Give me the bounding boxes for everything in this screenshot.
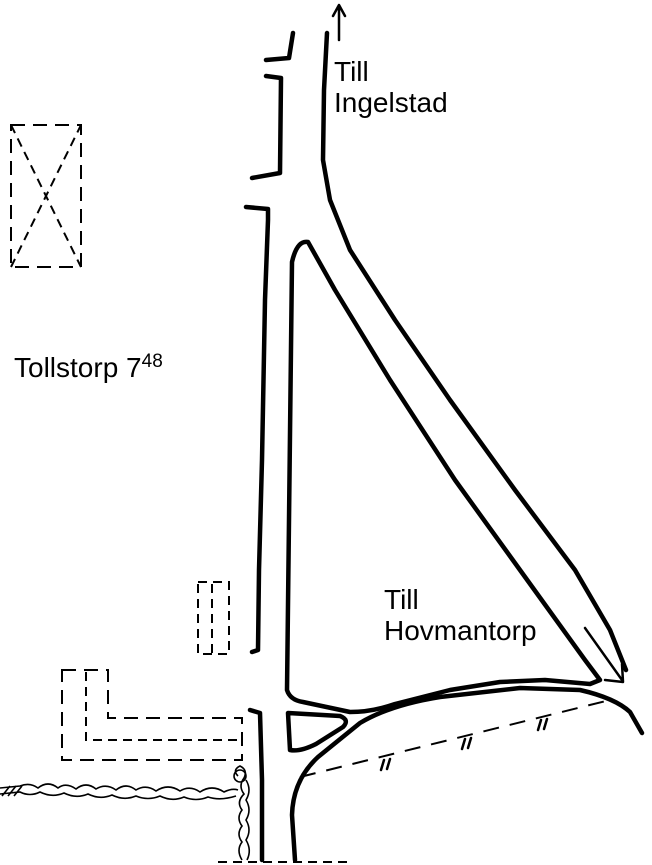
hedge-tree bbox=[233, 769, 247, 783]
hedge-south bbox=[234, 765, 251, 861]
building-l-shaped bbox=[61, 669, 243, 761]
building-crossed bbox=[10, 124, 82, 268]
hedge-hatching bbox=[1, 785, 23, 797]
main-road-right-edge bbox=[320, 30, 629, 673]
building-cross-lines bbox=[10, 124, 82, 268]
hedge-west bbox=[0, 783, 239, 801]
label-till-hovmantorp-line1: Till bbox=[384, 584, 419, 615]
label-till-hovmantorp-line2: Hovmantorp bbox=[384, 615, 537, 646]
triangle-island bbox=[284, 239, 603, 715]
label-till-ingelstad-line2: Ingelstad bbox=[334, 87, 448, 118]
main-road-left-edge-south bbox=[247, 707, 265, 863]
arrow-southeast bbox=[583, 626, 625, 684]
building-l-inner bbox=[85, 672, 242, 741]
label-till-hovmantorp: Till Hovmantorp bbox=[384, 584, 537, 646]
small-triangle-island bbox=[285, 710, 349, 753]
label-till-ingelstad-line1: Till bbox=[334, 56, 369, 87]
main-road-left-edge-top bbox=[263, 30, 296, 63]
hovmantorp-road-lower-edge bbox=[289, 685, 645, 863]
building-small-outer bbox=[197, 581, 230, 655]
main-road-left-edge bbox=[243, 204, 271, 655]
label-tollstorp: Tollstorp 748 bbox=[14, 351, 163, 387]
railway-ticks bbox=[379, 717, 549, 772]
arrow-north bbox=[331, 3, 347, 42]
side-road-stub-north bbox=[249, 73, 284, 181]
label-till-ingelstad: Till Ingelstad bbox=[334, 56, 448, 118]
label-tollstorp-name: Tollstorp 7 bbox=[14, 352, 142, 383]
label-tollstorp-number: 48 bbox=[141, 351, 163, 372]
